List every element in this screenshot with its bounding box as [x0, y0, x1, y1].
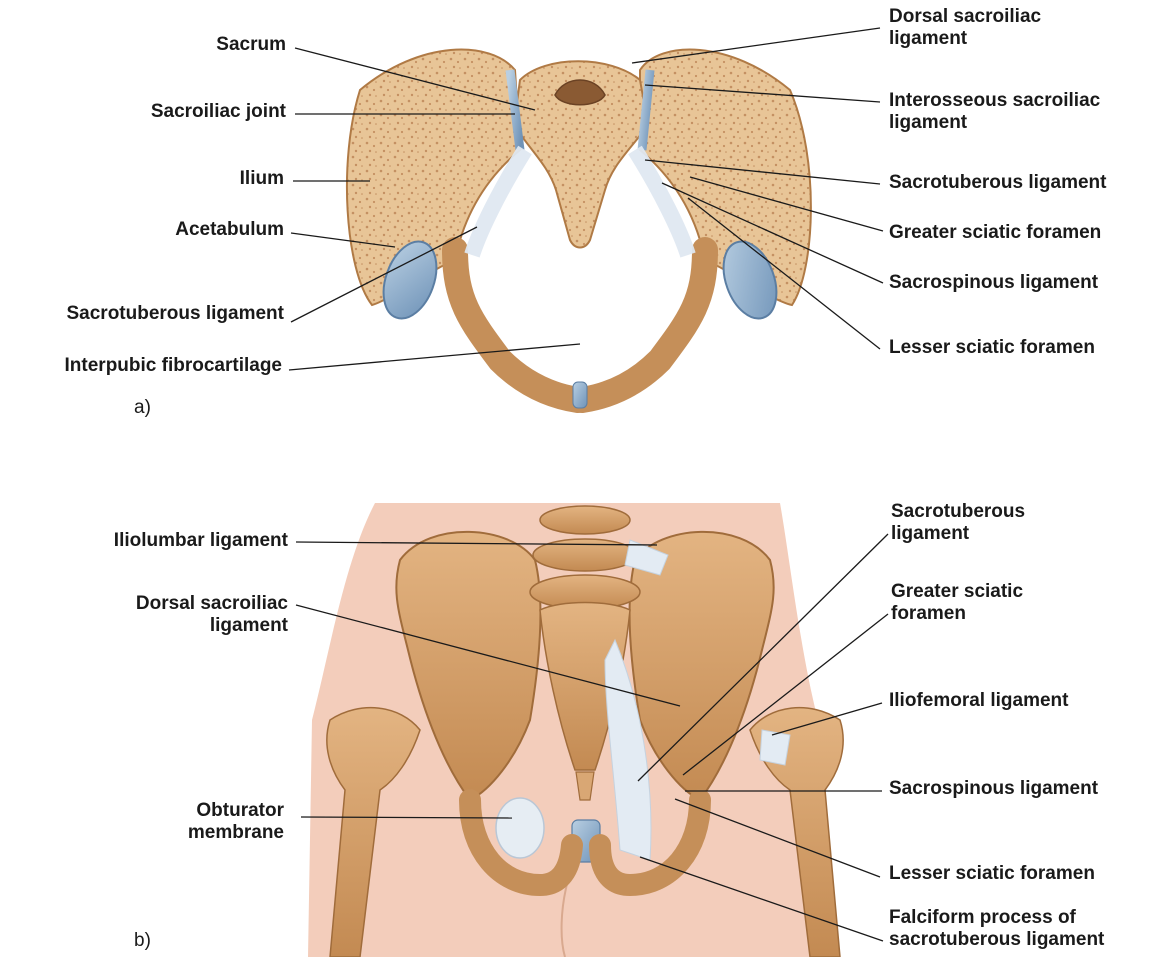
label-greater-sciatic-foramen-a: Greater sciatic foramen	[889, 222, 1169, 244]
interpubic-disc	[573, 382, 587, 408]
label-dorsal-sacroiliac-ligament-a: Dorsal sacroiliac ligament	[889, 6, 1169, 50]
pelvic-brim-left	[455, 250, 578, 400]
label-sacrotuberous-ligament-b: Sacrotuberous ligament	[891, 501, 1169, 545]
panel-a-illustration	[347, 50, 811, 408]
label-sacroiliac-joint: Sacroiliac joint	[60, 101, 286, 123]
label-sacrospinous-ligament-b: Sacrospinous ligament	[889, 778, 1169, 800]
iliofemoral-ligament-b	[760, 730, 790, 765]
panel-a-letter: a)	[134, 397, 151, 419]
label-lesser-sciatic-foramen-a: Lesser sciatic foramen	[889, 337, 1169, 359]
panel-b-illustration	[308, 503, 843, 957]
label-sacrospinous-ligament-a: Sacrospinous ligament	[889, 272, 1169, 294]
label-greater-sciatic-foramen-b: Greater sciatic foramen	[891, 581, 1169, 625]
leader-dorsal-sacroiliac	[632, 28, 880, 63]
label-dorsal-sacroiliac-ligament-b: Dorsal sacroiliac ligament	[30, 593, 288, 637]
label-obturator-membrane: Obturator membrane	[60, 800, 284, 844]
label-iliofemoral-ligament: Iliofemoral ligament	[889, 690, 1169, 712]
label-sacrotuberous-ligament-a-left: Sacrotuberous ligament	[0, 303, 284, 325]
label-acetabulum: Acetabulum	[60, 219, 284, 241]
label-ilium: Ilium	[100, 168, 284, 190]
obturator-membrane-b	[496, 798, 544, 858]
label-sacrotuberous-ligament-a-right: Sacrotuberous ligament	[889, 172, 1169, 194]
panel-b-letter: b)	[134, 930, 151, 952]
label-sacrum: Sacrum	[100, 34, 286, 56]
label-falciform-process: Falciform process of sacrotuberous ligam…	[889, 907, 1171, 951]
pelvic-brim-right	[582, 250, 705, 400]
leader-interpubic	[289, 344, 580, 370]
label-lesser-sciatic-foramen-b: Lesser sciatic foramen	[889, 863, 1169, 885]
lumbar-vertebrae	[530, 506, 640, 609]
label-interpubic-fibrocartilage: Interpubic fibrocartilage	[0, 355, 282, 377]
label-interosseous-sacroiliac-ligament: Interosseous sacroiliac ligament	[889, 90, 1169, 134]
label-iliolumbar-ligament: Iliolumbar ligament	[30, 530, 288, 552]
